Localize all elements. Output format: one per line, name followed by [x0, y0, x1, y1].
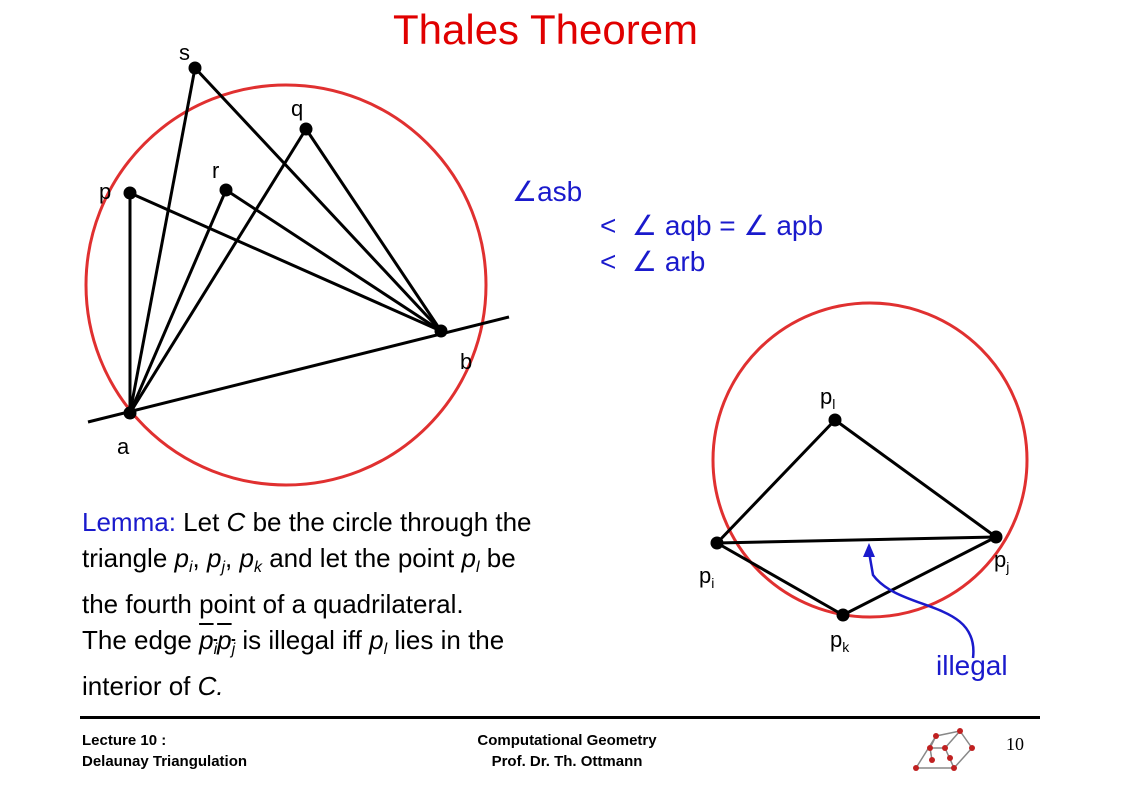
- point-pk: [836, 608, 850, 622]
- edge-pi-pk: [716, 541, 844, 617]
- point-b: [434, 324, 448, 338]
- edge-pl-pj: [834, 418, 997, 539]
- label-r: r: [212, 158, 220, 183]
- point-r: [219, 183, 233, 197]
- segment-rb: [225, 188, 442, 333]
- point-pl: [828, 413, 842, 427]
- angle-symbol: ∠: [512, 176, 538, 207]
- label-q: q: [291, 96, 304, 121]
- left-circle: [84, 83, 488, 487]
- point-p: [123, 186, 137, 200]
- illegal-arrow-head: [863, 543, 875, 557]
- illegal-label: illegal: [936, 650, 1008, 681]
- point-a: [123, 406, 137, 420]
- wireframe-cube-logo: [913, 728, 975, 771]
- edge-pi-pj: [716, 535, 997, 545]
- footer-divider: [80, 716, 1040, 719]
- footer-lecture-number: Lecture 10 :: [82, 732, 167, 749]
- right-circle: [711, 301, 1029, 619]
- point-pi: [710, 536, 724, 550]
- label-a: a: [117, 434, 130, 459]
- segment-sb: [193, 66, 443, 333]
- point-pj: [989, 530, 1003, 544]
- label-b: b: [460, 349, 473, 374]
- angle-symbol: ∠: [631, 210, 658, 241]
- segment-aq: [128, 128, 308, 414]
- footer-course-name: Computational Geometry: [477, 732, 657, 749]
- angle-row-aqb-apb: < ∠ aqb = ∠ apb: [600, 204, 823, 248]
- angle-row-asb: ∠asb: [512, 170, 582, 214]
- right-diagram: [710, 301, 1029, 659]
- label-pi: pi: [699, 563, 715, 591]
- lemma-text: Lemma: Let C be the circle through the t…: [82, 507, 532, 701]
- label-s: s: [179, 40, 190, 65]
- angle-apb: apb: [776, 210, 824, 241]
- slide-title: Thales Theorem: [393, 6, 699, 53]
- footer-course: Computational Geometry Prof. Dr. Th. Ott…: [432, 730, 702, 772]
- edge-pj-pk: [842, 535, 997, 617]
- label-pj: pj: [994, 547, 1010, 575]
- footer-lecture-topic: Delaunay Triangulation: [82, 753, 248, 770]
- page-number: 10: [1006, 734, 1024, 754]
- footer-professor: Prof. Dr. Th. Ottmann: [491, 753, 643, 770]
- label-pl: pl: [820, 384, 836, 412]
- point-q: [299, 122, 313, 136]
- footer-lecture: Lecture 10 : Delaunay Triangulation: [82, 730, 247, 772]
- segment-qb: [304, 128, 443, 332]
- lemma-label: Lemma:: [82, 507, 176, 537]
- angle-row-arb: < ∠ arb: [600, 240, 705, 284]
- angle-aqb: aqb =: [664, 210, 736, 241]
- left-diagram: [84, 61, 510, 487]
- label-pk: pk: [830, 627, 850, 655]
- illegal-arrow: [867, 551, 975, 659]
- angle-asb: asb: [537, 176, 583, 207]
- segment-pb: [129, 191, 442, 333]
- segment-ar: [128, 189, 228, 414]
- label-p: p: [99, 179, 112, 204]
- point-s: [188, 61, 202, 75]
- angle-arb: arb: [664, 246, 706, 277]
- angle-symbol: ∠: [631, 246, 658, 277]
- less-than: <: [600, 246, 617, 277]
- less-than: <: [600, 210, 617, 241]
- angle-symbol: ∠: [743, 210, 769, 241]
- segment-as: [128, 67, 197, 414]
- edge-pl-pi: [715, 418, 837, 545]
